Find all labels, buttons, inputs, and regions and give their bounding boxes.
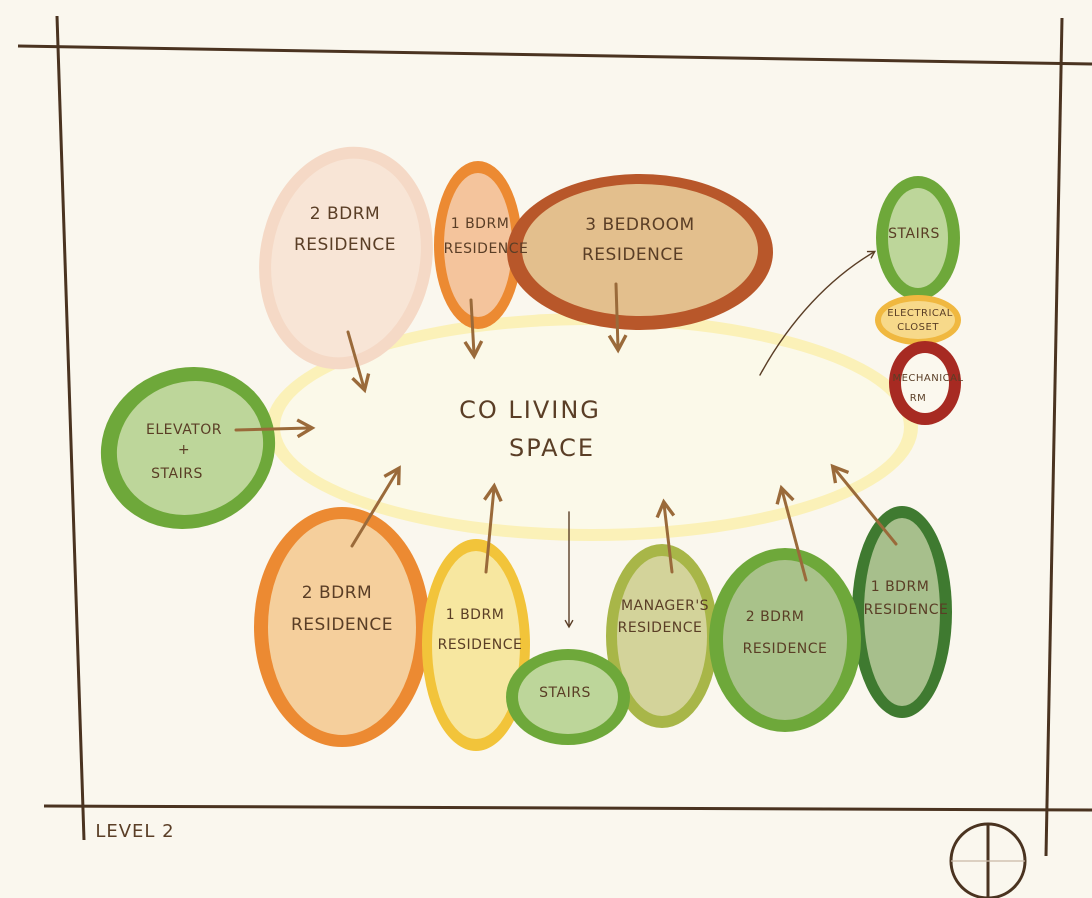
mechanical-label-2: RM — [910, 393, 927, 404]
level-label: LEVEL 2 — [95, 821, 174, 842]
stairs-bottom-label: STAIRS — [539, 685, 591, 701]
elevator-label-1: ELEVATOR — [146, 422, 222, 438]
elevator-label-2: + — [178, 442, 190, 458]
bdrm1-top-label-2: RESIDENCE — [444, 241, 529, 257]
circulation-arrows — [234, 282, 898, 582]
bubble-1bdrm-top — [434, 161, 522, 329]
bdrm1-top-label-1: 1 BDRM — [451, 216, 510, 232]
manager-label-2: RESIDENCE — [618, 620, 703, 636]
bubble-stairs-top — [876, 176, 960, 300]
stairs-top-label: STAIRS — [888, 226, 940, 242]
bdrm1-bm-label-2: RESIDENCE — [438, 637, 523, 653]
frame-lines — [17, 15, 1092, 857]
bdrm1-br-label-2: RESIDENCE — [864, 602, 949, 618]
thin-arrows — [564, 250, 877, 629]
bdrm2-bl-label-2: RESIDENCE — [291, 615, 393, 635]
bdrm3-label-1: 3 BEDROOM — [585, 215, 694, 235]
elevator-label-3: STAIRS — [151, 466, 203, 482]
bubble-1bdrm-bottom — [422, 539, 530, 751]
bdrm2-br-label-1: 2 BDRM — [746, 609, 805, 625]
bubble-electrical-closet — [875, 295, 961, 345]
bubble-3bedroom — [507, 174, 773, 330]
bdrm3-label-2: RESIDENCE — [582, 245, 684, 265]
manager-label-1: MANAGER'S — [621, 598, 709, 614]
bubble-1bdrm-bottom-right — [852, 506, 952, 718]
co-living-space — [266, 313, 918, 541]
mechanical-label-1: MECHANICAL — [892, 373, 963, 384]
north-arrow-icon — [949, 822, 1027, 898]
coliving-label-line2: SPACE — [509, 434, 595, 462]
bubble-2bdrm-bottom-right — [709, 548, 861, 732]
bdrm2-br-label-2: RESIDENCE — [743, 641, 828, 657]
bdrm1-bm-label-1: 1 BDRM — [446, 607, 505, 623]
bdrm2-bl-label-1: 2 BDRM — [302, 583, 372, 603]
electrical-label-2: CLOSET — [897, 322, 939, 333]
bubble-2bdrm-bottom-left — [254, 507, 430, 747]
electrical-label-1: ELECTRICAL — [887, 308, 953, 319]
bdrm1-br-label-1: 1 BDRM — [871, 579, 930, 595]
coliving-label-line1: CO LIVING — [459, 396, 601, 424]
bubble-managers-residence — [606, 544, 718, 728]
bdrm2-top-label-1: 2 BDRM — [310, 204, 380, 224]
bubble-elevator-stairs — [100, 367, 276, 529]
bubble-mechanical-rm — [889, 341, 961, 425]
bdrm2-top-label-2: RESIDENCE — [294, 235, 396, 255]
bubble-2bdrm-top — [259, 146, 433, 370]
bubble-stairs-bottom — [506, 649, 630, 745]
